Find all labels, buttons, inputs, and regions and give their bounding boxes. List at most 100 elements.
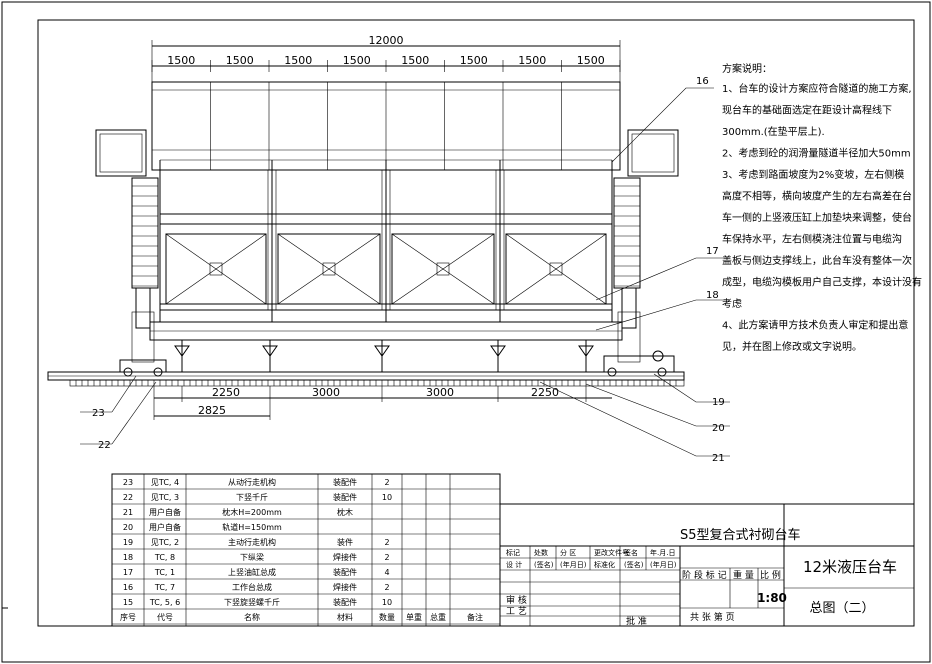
span-label: 1500 bbox=[577, 54, 605, 67]
bom-cell: 焊接件 bbox=[333, 552, 357, 562]
callout-20: 20 bbox=[712, 423, 725, 434]
weight-header: 重 量 bbox=[733, 569, 754, 581]
dim-bottom-2: 3000 bbox=[312, 386, 340, 399]
bom-cell: 10 bbox=[382, 598, 392, 607]
bom-header: 代号 bbox=[157, 612, 173, 622]
bom-cell: 23 bbox=[123, 478, 133, 487]
callout-17: 17 bbox=[706, 246, 719, 257]
scale: 1:80 bbox=[757, 591, 787, 605]
bom-cell: 从动行走机构 bbox=[228, 477, 276, 487]
bom-cell: 下竖旋竖螺千斤 bbox=[224, 597, 280, 607]
span-label: 1500 bbox=[167, 54, 195, 67]
note-line: 300mm.(在垫平层上). bbox=[722, 125, 825, 138]
bom-header: 材料 bbox=[337, 612, 353, 622]
overall-length: 12000 bbox=[369, 34, 404, 47]
note-line: 成型，电缆沟模板用户自己支撑，本设计没有 bbox=[722, 276, 922, 289]
bom-cell: TC, 1 bbox=[154, 568, 175, 577]
note-line: 现台车的基础面选定在距设计高程线下 bbox=[722, 104, 892, 117]
note-line: 2、考虑到砼的润滑量隧道半径加大50mm bbox=[722, 147, 911, 160]
dim-bottom-3: 3000 bbox=[426, 386, 454, 399]
note-line: 1、台车的设计方案应符合隧道的施工方案, bbox=[722, 82, 912, 95]
dim-bottom-4: 2250 bbox=[531, 386, 559, 399]
bom-cell: 枕木 bbox=[337, 507, 353, 517]
bom-cell: 装配件 bbox=[333, 477, 357, 487]
callout-16: 16 bbox=[696, 76, 709, 87]
bom-cell: 装件 bbox=[337, 537, 353, 547]
bom-cell: 用户自备 bbox=[149, 522, 181, 532]
bom-header: 单重 bbox=[406, 612, 422, 622]
drawing-title: 总图（二） bbox=[809, 601, 874, 616]
note-line: 车一侧的上竖液压缸上加垫块来调整，使台 bbox=[722, 211, 912, 224]
sign-value: (签名) bbox=[624, 560, 644, 569]
bom-cell: 轨道H=150mm bbox=[222, 522, 282, 532]
bom-cell: 15 bbox=[123, 598, 133, 607]
bom-cell: 装配件 bbox=[333, 492, 357, 502]
craft-label: 工 艺 bbox=[506, 606, 527, 617]
notes-title: 方案说明： bbox=[722, 62, 772, 75]
stage-header: 阶 段 标 记 bbox=[682, 569, 727, 581]
bom-cell: 4 bbox=[384, 568, 389, 577]
bom-cell: 见TC, 4 bbox=[151, 478, 179, 487]
note-line: 考虑 bbox=[722, 298, 742, 310]
span-label: 1500 bbox=[226, 54, 254, 67]
span-label: 1500 bbox=[460, 54, 488, 67]
span-label: 1500 bbox=[284, 54, 312, 67]
bom-cell: 装配件 bbox=[333, 567, 357, 577]
sign-value: (年月日) bbox=[650, 560, 677, 569]
bom-header: 备注 bbox=[467, 612, 483, 622]
bom-cell: 焊接件 bbox=[333, 582, 357, 592]
sign-value: (签名) bbox=[534, 560, 554, 569]
approve-label: 批 准 bbox=[626, 615, 647, 627]
callout-22: 22 bbox=[98, 440, 111, 451]
note-line: 见，并在图上修改或文字说明。 bbox=[722, 340, 862, 353]
bom-cell: 22 bbox=[123, 493, 133, 502]
note-line: 车保持水平，左右侧模浇注位置与电缆沟 bbox=[722, 233, 902, 246]
bom-cell: 2 bbox=[384, 538, 389, 547]
sign-value: 标准化 bbox=[594, 560, 615, 569]
callout-23: 23 bbox=[92, 408, 105, 419]
bom-cell: 2 bbox=[384, 553, 389, 562]
dim-left: 2825 bbox=[198, 404, 226, 417]
callout-19: 19 bbox=[712, 397, 725, 408]
bom-cell: 主动行走机构 bbox=[228, 537, 276, 547]
bom-cell: 下竖千斤 bbox=[236, 492, 268, 502]
bom-cell: TC, 7 bbox=[154, 583, 175, 592]
sheet-count: 共 张 第 页 bbox=[690, 611, 735, 623]
bom-cell: 见TC, 2 bbox=[151, 538, 179, 547]
scale-header: 比 例 bbox=[760, 569, 781, 581]
bom-cell: 装配件 bbox=[333, 597, 357, 607]
sign-header: 标记 bbox=[506, 548, 520, 557]
sign-header: 更改文件号 bbox=[594, 548, 629, 557]
bom-header: 序号 bbox=[120, 612, 136, 622]
bom-cell: 枕木H=200mm bbox=[222, 507, 282, 517]
bom-cell: 16 bbox=[123, 583, 133, 592]
title-block: S5型复合式衬砌台车 12米液压台车 总图（二） 1:80 标记处数分 区更改文… bbox=[499, 503, 915, 627]
callout-numbers: 16 17 18 19 20 21 22 23 bbox=[92, 76, 725, 464]
bom-cell: 上竖油缸总成 bbox=[228, 567, 276, 577]
callout-21: 21 bbox=[712, 453, 725, 464]
bom-cell: 10 bbox=[382, 493, 392, 502]
bom-cell: 18 bbox=[123, 553, 133, 562]
bom-cell: 20 bbox=[123, 523, 133, 532]
bom-cell: TC, 5, 6 bbox=[149, 598, 180, 607]
note-line: 4、此方案请甲方技术负责人审定和提出意 bbox=[722, 319, 908, 332]
bom-header: 名称 bbox=[244, 612, 260, 622]
bom-cell: 21 bbox=[123, 508, 133, 517]
sign-value: (年月日) bbox=[560, 560, 587, 569]
bom-cell: 19 bbox=[123, 538, 133, 547]
product-name: S5型复合式衬砌台车 bbox=[680, 527, 801, 543]
dim-bottom-1: 2250 bbox=[212, 386, 240, 399]
note-line: 盖板与侧边支撑线上，此台车没有整体一次 bbox=[722, 254, 912, 267]
bom-header: 总重 bbox=[430, 612, 446, 622]
span-label: 1500 bbox=[343, 54, 371, 67]
bom-header: 数量 bbox=[379, 612, 395, 622]
sign-header: 分 区 bbox=[560, 548, 576, 557]
sign-header: 签名 bbox=[624, 548, 638, 557]
review-label: 审 核 bbox=[506, 594, 527, 606]
sign-header: 年.月.日 bbox=[650, 548, 675, 557]
callout-18: 18 bbox=[706, 290, 719, 301]
bom-cell: 下纵梁 bbox=[240, 553, 264, 562]
